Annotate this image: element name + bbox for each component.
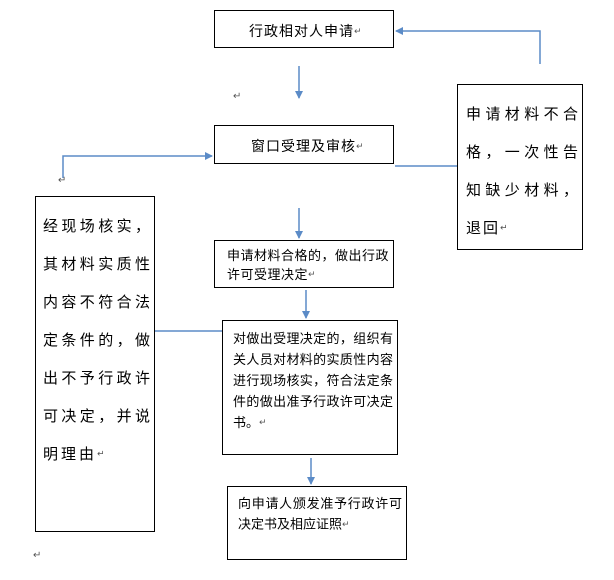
node-site-verify: 对做出受理决定的，组织有关人员对材料的实质性内容进行现场核实，符合法定条件的做出…: [222, 320, 398, 455]
node-window-review: 窗口受理及审核↵: [214, 125, 394, 164]
node-accept: 申请材料合格的，做出行政许可受理决定↵: [214, 240, 394, 288]
arrow-reject-to-applicant: [395, 27, 541, 64]
node-deny-text: 经现场核实，其材料实质性内容不符合法定条件的，做出不予行政许可决定，并说明理由↵: [43, 217, 153, 463]
node-accept-text: 申请材料合格的，做出行政许可受理决定↵: [227, 249, 390, 283]
node-applicant-text: 行政相对人申请↵: [249, 24, 363, 40]
node-deny: 经现场核实，其材料实质性内容不符合法定条件的，做出不予行政许可决定，并说明理由↵: [35, 196, 155, 532]
arrow-deny-to-window: [62, 152, 213, 178]
paragraph-mark: ↵: [33, 550, 42, 561]
paragraph-mark: ↵: [58, 175, 67, 186]
node-issue: 向申请人颁发准予行政许可决定书及相应证照↵: [227, 486, 407, 560]
node-applicant: 行政相对人申请↵: [214, 10, 394, 48]
node-site-verify-text: 对做出受理决定的，组织有关人员对材料的实质性内容进行现场核实，符合法定条件的做出…: [233, 332, 393, 431]
paragraph-mark: ↵: [233, 91, 242, 102]
node-reject-incomplete-text: 申请材料不合格，一次性告知缺少材料，退回↵: [466, 105, 580, 237]
node-window-review-text: 窗口受理及审核↵: [251, 139, 365, 155]
node-reject-incomplete: 申请材料不合格，一次性告知缺少材料，退回↵: [457, 84, 583, 250]
node-issue-text: 向申请人颁发准予行政许可决定书及相应证照↵: [238, 497, 402, 533]
